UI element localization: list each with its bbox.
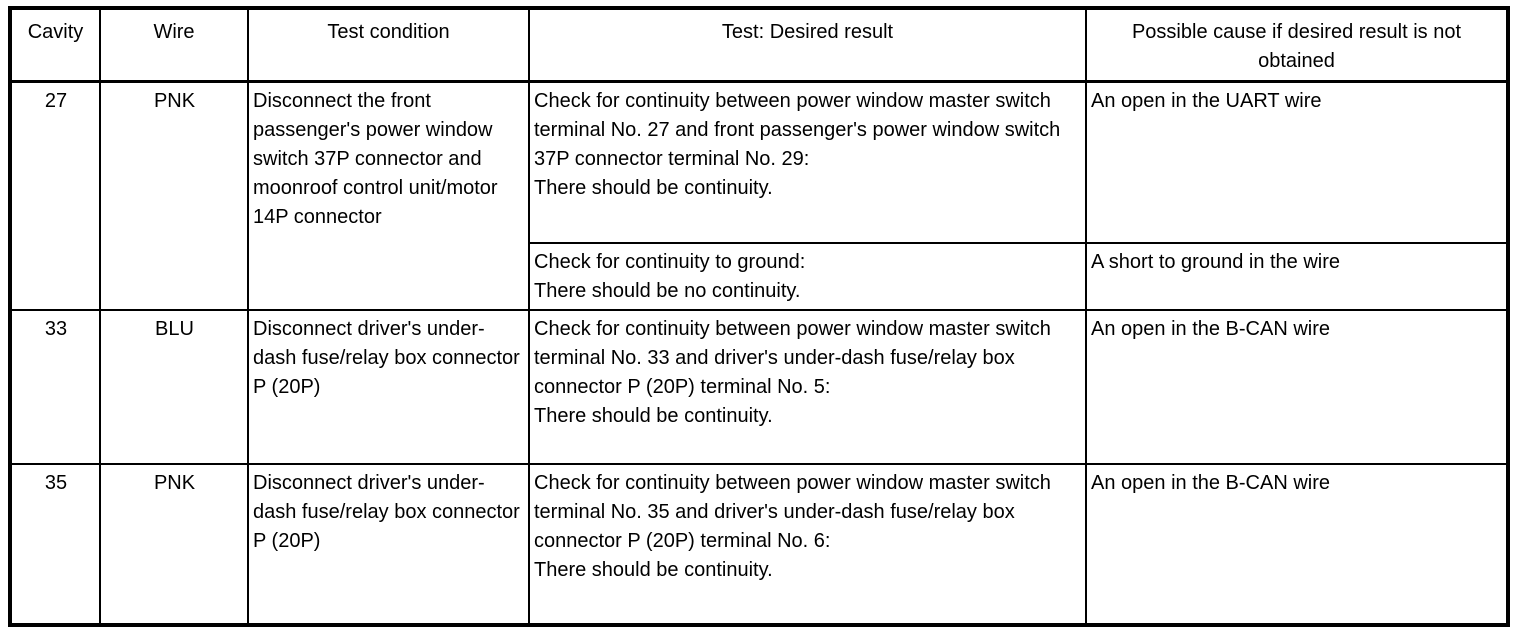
header-test-condition: Test condition: [247, 7, 530, 83]
header-possible-cause: Possible cause if desired result is not …: [1085, 7, 1509, 83]
header-cavity: Cavity: [9, 7, 101, 83]
cell-result-27-2: Check for continuity to ground: There sh…: [528, 241, 1087, 311]
cell-cause-33: An open in the B-CAN wire: [1085, 308, 1509, 465]
cell-condition-33: Disconnect driver's under-dash fuse/rela…: [247, 308, 530, 465]
table-header-row: Cavity Wire Test condition Test: Desired…: [9, 7, 1509, 83]
wire-troubleshooting-table: Cavity Wire Test condition Test: Desired…: [8, 6, 1510, 627]
cell-cause-27-2: A short to ground in the wire: [1085, 241, 1509, 311]
cell-cause-27-1: An open in the UART wire: [1085, 80, 1509, 244]
cell-condition-35: Disconnect driver's under-dash fuse/rela…: [247, 462, 530, 626]
cell-cavity-35: 35: [9, 462, 101, 626]
table-row-cavity-27-sub: Check for continuity to ground: There sh…: [10, 241, 1509, 311]
cell-cavity-33: 33: [9, 308, 101, 465]
cell-result-35: Check for continuity between power windo…: [528, 462, 1087, 626]
cell-wire-35: PNK: [99, 462, 249, 626]
table-row-cavity-35: 35 PNK Disconnect driver's under-dash fu…: [9, 462, 1509, 626]
cell-wire-27: PNK: [99, 80, 249, 311]
header-desired-result: Test: Desired result: [528, 7, 1087, 83]
header-wire: Wire: [99, 7, 249, 83]
cell-result-27-1: Check for continuity between power windo…: [528, 80, 1087, 244]
table-row-cavity-27: 27 PNK Disconnect the front passenger's …: [9, 80, 1509, 311]
cell-cavity-27: 27: [9, 80, 101, 311]
cell-wire-33: BLU: [99, 308, 249, 465]
cell-condition-27: Disconnect the front passenger's power w…: [247, 80, 530, 311]
cell-cause-35: An open in the B-CAN wire: [1085, 462, 1509, 626]
table-row-cavity-33: 33 BLU Disconnect driver's under-dash fu…: [9, 308, 1509, 465]
cell-result-33: Check for continuity between power windo…: [528, 308, 1087, 465]
